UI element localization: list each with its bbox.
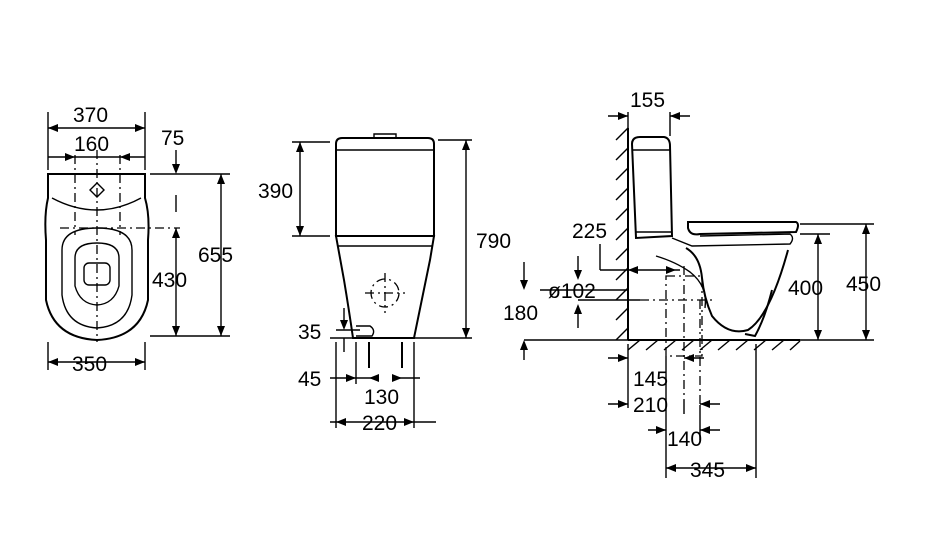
dim-side-fixing-1: 145 [633,368,668,391]
dim-front-cistern-height: 390 [258,180,293,203]
dim-top-hole-offset: 75 [161,127,184,150]
front-cistern [335,137,435,237]
dim-side-total-seat-height: 450 [846,273,881,296]
dim-side-outlet-height: 180 [503,302,538,325]
top-view-bowl-rim [61,227,133,329]
dim-side-fixing-2: 210 [633,394,668,417]
top-view-outline [44,173,150,342]
dim-front-total-height: 790 [476,230,511,253]
top-view: 370 160 75 655 430 350 [44,104,233,376]
dim-side-wall-gap: 155 [630,89,665,112]
dim-front-inlet-height: 35 [298,321,321,344]
side-bowl [685,247,789,333]
front-inlet [356,325,375,337]
side-cistern [630,136,674,240]
front-view: 390 790 35 45 130 220 [258,133,511,435]
dim-top-hole-to-front: 430 [152,269,187,292]
dim-top-hole-spacing: 160 [74,133,109,156]
side-view: 155 225 ø102 180 400 450 145 210 140 345 [503,89,881,482]
side-seat [671,233,794,247]
dim-side-outlet-center: 140 [667,428,702,451]
dim-side-outlet-offset: 225 [572,220,607,243]
dim-side-outlet-max: 345 [690,459,725,482]
dim-front-base-width: 220 [362,412,397,435]
dim-side-seat-height: 400 [788,277,823,300]
wall-hatch [615,127,629,341]
front-button-top [373,133,397,138]
floor-hatch [627,339,801,351]
side-pipe [665,275,703,357]
dim-top-base-width: 350 [72,353,107,376]
dim-front-inlet-offset: 45 [298,368,321,391]
dim-top-width: 370 [73,104,108,127]
dim-front-fixing-spacing: 130 [364,386,399,409]
side-trap [655,255,707,309]
side-seat-lid [687,221,799,236]
front-pedestal [334,235,436,339]
top-view-bowl-opening [74,242,120,306]
dim-side-pipe-diameter: ø102 [548,280,596,303]
dim-top-depth: 655 [198,244,233,267]
side-bowl-base [744,289,773,338]
